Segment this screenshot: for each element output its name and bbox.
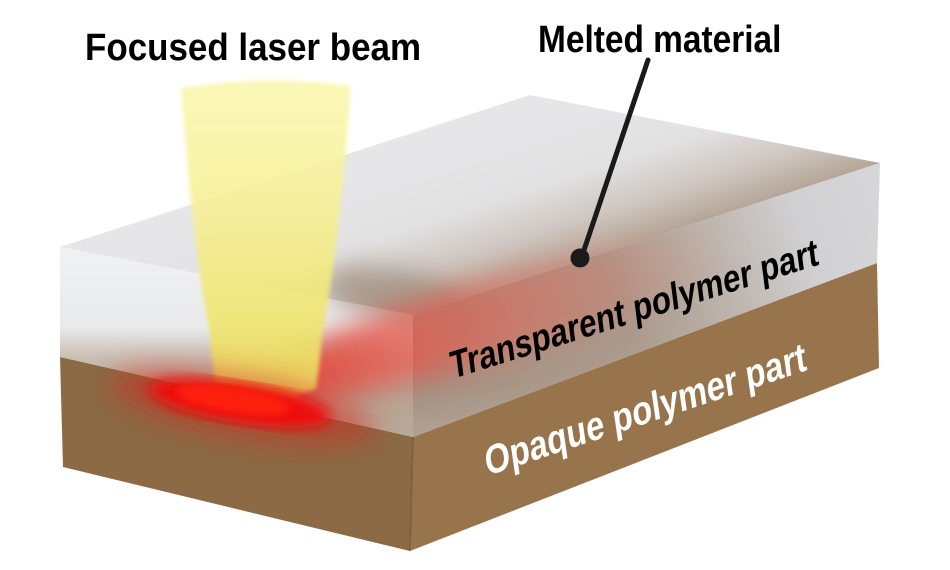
melt-spot-hot-center xyxy=(175,385,291,415)
opaque-part-corner-edge xyxy=(409,436,414,552)
opaque-part-front-face xyxy=(410,263,879,551)
melted-material-leader-dot xyxy=(570,248,590,268)
melted-material-label: Melted material xyxy=(538,18,781,60)
front-corner-tint-group xyxy=(250,234,740,402)
focused-laser-beam-label: Focused laser beam xyxy=(85,26,421,69)
melted-material-leader-line xyxy=(579,57,651,259)
laser-beam xyxy=(181,80,351,399)
weld-seam-glow xyxy=(250,234,740,402)
